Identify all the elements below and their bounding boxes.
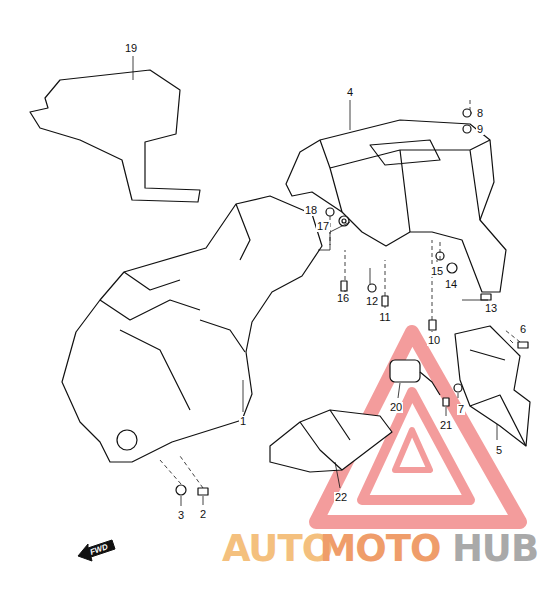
fwd-arrow [78,540,115,561]
callout-number: 2 [199,509,207,520]
callout-number: 4 [346,87,354,98]
callout-number: 8 [476,108,484,119]
callout-number: 16 [336,293,350,304]
callout-number: 5 [495,445,503,456]
callout-number: 15 [430,266,444,277]
rear-fender [286,120,506,292]
callout-number: 7 [457,404,465,415]
callout-number: 19 [124,43,138,54]
leader-lines [133,56,520,506]
callout-number: 22 [334,492,348,503]
inner-fender [62,196,322,462]
callout-number: 14 [444,279,458,290]
watermark-text: AUTO [222,530,332,567]
watermark-text: MOTO [320,530,441,567]
callout-number: 13 [484,303,498,314]
callout-number: 1 [239,416,247,427]
license-lamp [390,360,420,382]
callout-number: 12 [365,296,379,307]
callout-number: 10 [427,335,441,346]
callout-number: 3 [177,510,185,521]
callout-number: 6 [519,324,527,335]
callout-number: 11 [378,312,391,323]
plate-bracket [455,326,530,446]
callout-number: 17 [316,221,330,232]
callout-number: 20 [389,402,403,413]
mud-flap [270,410,392,472]
watermark-text: HUB [452,530,538,567]
callout-number: 9 [476,124,484,135]
fender-plate [30,70,200,202]
callout-number: 21 [439,420,453,431]
callout-number: 18 [304,205,318,216]
